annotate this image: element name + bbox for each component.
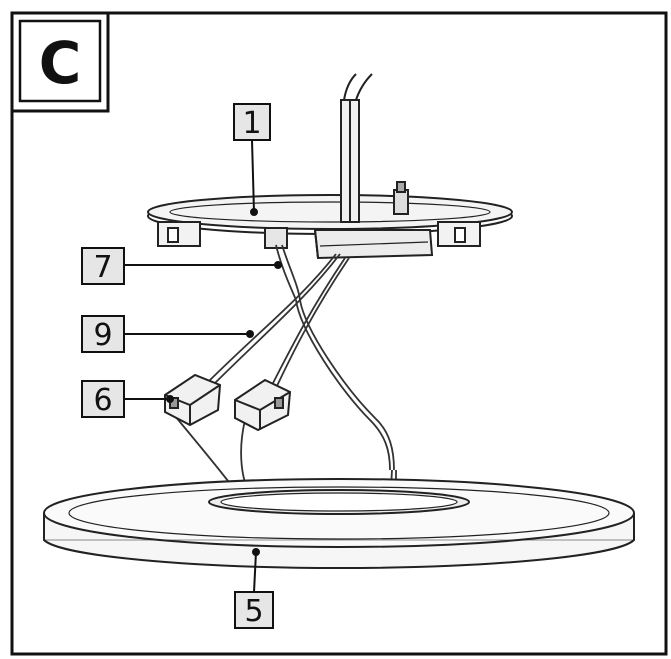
step-letter: C	[39, 29, 82, 97]
wiring	[169, 244, 397, 511]
leader-lines	[124, 139, 282, 593]
lamp-body	[43, 478, 635, 570]
svg-text:6: 6	[93, 383, 112, 418]
callout-5: 5	[234, 591, 274, 629]
callout-1: 1	[233, 103, 271, 141]
svg-text:7: 7	[93, 250, 112, 285]
svg-text:5: 5	[244, 594, 263, 629]
mounting-bracket	[147, 181, 513, 260]
callout-6: 6	[81, 380, 125, 418]
callout-9: 9	[81, 315, 125, 353]
callout-7: 7	[81, 247, 125, 285]
terminal-blocks	[164, 373, 292, 432]
svg-text:1: 1	[242, 106, 261, 141]
svg-text:9: 9	[93, 318, 112, 353]
mains-cable	[340, 73, 373, 223]
step-badge: C	[10, 11, 110, 113]
